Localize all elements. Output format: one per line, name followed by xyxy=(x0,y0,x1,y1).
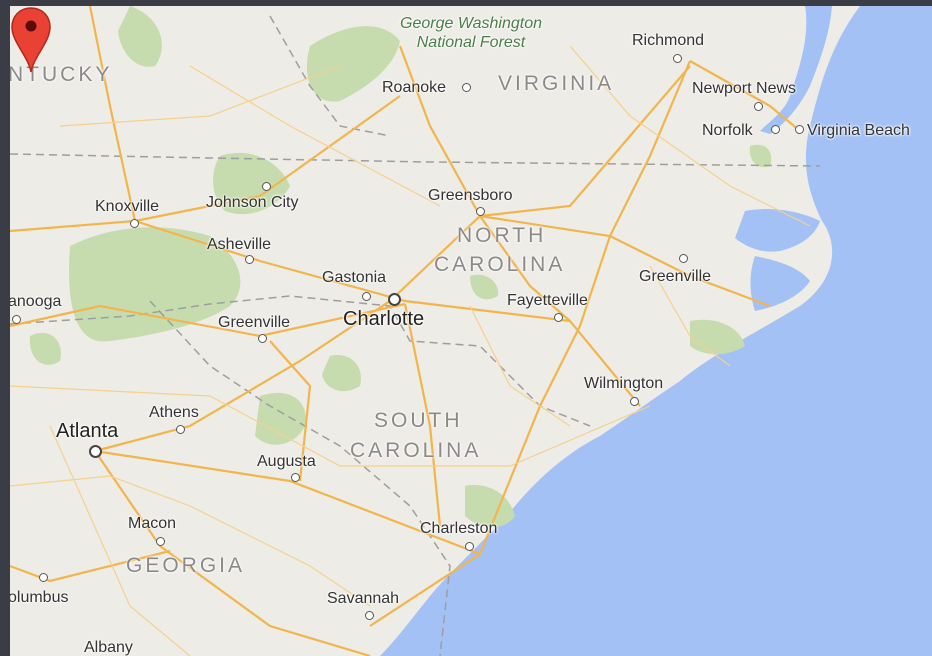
city-dot-wilmington[interactable] xyxy=(630,397,639,406)
city-dot-asheville[interactable] xyxy=(245,255,254,264)
city-label-fayetteville[interactable]: Fayetteville xyxy=(507,292,588,309)
map-canvas[interactable] xyxy=(10,6,932,656)
city-label-greensboro[interactable]: Greensboro xyxy=(428,187,513,204)
city-label-charleston[interactable]: Charleston xyxy=(420,520,498,537)
city-dot-greenville-nc[interactable] xyxy=(679,254,688,263)
city-dot-knoxville[interactable] xyxy=(130,219,139,228)
city-dot-athens[interactable] xyxy=(176,425,185,434)
map-viewport[interactable]: NTUCKY VIRGINIA NORTH CAROLINA SOUTH CAR… xyxy=(10,6,932,656)
secondary-roads xyxy=(10,45,811,656)
state-label-kentucky: NTUCKY xyxy=(10,63,113,86)
city-label-asheville[interactable]: Asheville xyxy=(207,236,272,253)
city-label-greenville-sc[interactable]: Greenville xyxy=(218,314,291,331)
city-dot-atlanta[interactable] xyxy=(89,445,102,458)
city-label-knoxville[interactable]: Knoxville xyxy=(95,198,160,215)
park-label-line2: National Forest xyxy=(416,34,526,51)
city-dot-columbus[interactable] xyxy=(39,573,48,582)
city-label-charlotte[interactable]: Charlotte xyxy=(343,308,425,330)
city-label-greenville-nc[interactable]: Greenville xyxy=(639,268,712,285)
map-pin-icon[interactable] xyxy=(10,6,52,74)
pamlico-sound xyxy=(750,256,810,311)
city-dot-fayetteville[interactable] xyxy=(554,313,563,322)
park-label-george-washington: George Washington National Forest xyxy=(400,14,542,52)
city-label-macon[interactable]: Macon xyxy=(128,515,177,532)
city-label-johnson-city[interactable]: Johnson City xyxy=(206,194,299,211)
city-dot-roanoke[interactable] xyxy=(462,83,471,92)
city-label-gastonia[interactable]: Gastonia xyxy=(322,269,387,286)
city-label-wilmington[interactable]: Wilmington xyxy=(584,375,664,392)
city-dot-greensboro[interactable] xyxy=(476,207,485,216)
state-label-north-carolina-1: NORTH xyxy=(457,224,547,247)
city-dot-savannah[interactable] xyxy=(365,611,374,620)
highways xyxy=(10,6,801,656)
state-label-south-carolina-1: SOUTH xyxy=(374,409,463,432)
city-dot-richmond[interactable] xyxy=(673,54,682,63)
city-label-columbus[interactable]: olumbus xyxy=(10,589,69,606)
city-label-albany[interactable]: Albany xyxy=(84,639,133,656)
city-label-roanoke[interactable]: Roanoke xyxy=(382,79,447,96)
city-label-virginia-beach[interactable]: Virginia Beach xyxy=(807,122,910,139)
state-label-georgia: GEORGIA xyxy=(126,554,246,577)
city-label-richmond[interactable]: Richmond xyxy=(632,32,705,49)
city-label-atlanta[interactable]: Atlanta xyxy=(56,420,119,442)
park-label-line1: George Washington xyxy=(400,15,543,32)
state-label-south-carolina-2: CAROLINA xyxy=(350,439,482,462)
state-borders xyxy=(10,15,821,656)
city-label-chattanooga[interactable]: anooga xyxy=(10,293,62,310)
state-label-virginia: VIRGINIA xyxy=(498,72,615,95)
city-label-savannah[interactable]: Savannah xyxy=(327,590,400,607)
city-dot-johnson-city[interactable] xyxy=(262,182,271,191)
city-dot-norfolk[interactable] xyxy=(771,125,780,134)
city-dot-newport-news[interactable] xyxy=(754,102,763,111)
city-label-augusta[interactable]: Augusta xyxy=(257,453,316,470)
chesapeake-bay xyxy=(760,6,832,134)
city-dot-charleston[interactable] xyxy=(465,542,474,551)
atlantic-ocean xyxy=(380,6,932,656)
city-dot-charlotte[interactable] xyxy=(388,293,401,306)
city-label-athens[interactable]: Athens xyxy=(149,404,199,421)
city-label-norfolk[interactable]: Norfolk xyxy=(702,122,753,139)
city-dot-gastonia[interactable] xyxy=(362,292,371,301)
city-dot-virginia-beach[interactable] xyxy=(795,125,804,134)
city-dot-greenville-sc[interactable] xyxy=(258,334,267,343)
city-dot-chattanooga[interactable] xyxy=(12,315,21,324)
city-dot-augusta[interactable] xyxy=(291,473,300,482)
city-label-newport-news[interactable]: Newport News xyxy=(692,80,797,97)
state-label-north-carolina-2: CAROLINA xyxy=(434,253,566,276)
city-dot-macon[interactable] xyxy=(156,537,165,546)
albemarle-sound xyxy=(735,209,820,252)
